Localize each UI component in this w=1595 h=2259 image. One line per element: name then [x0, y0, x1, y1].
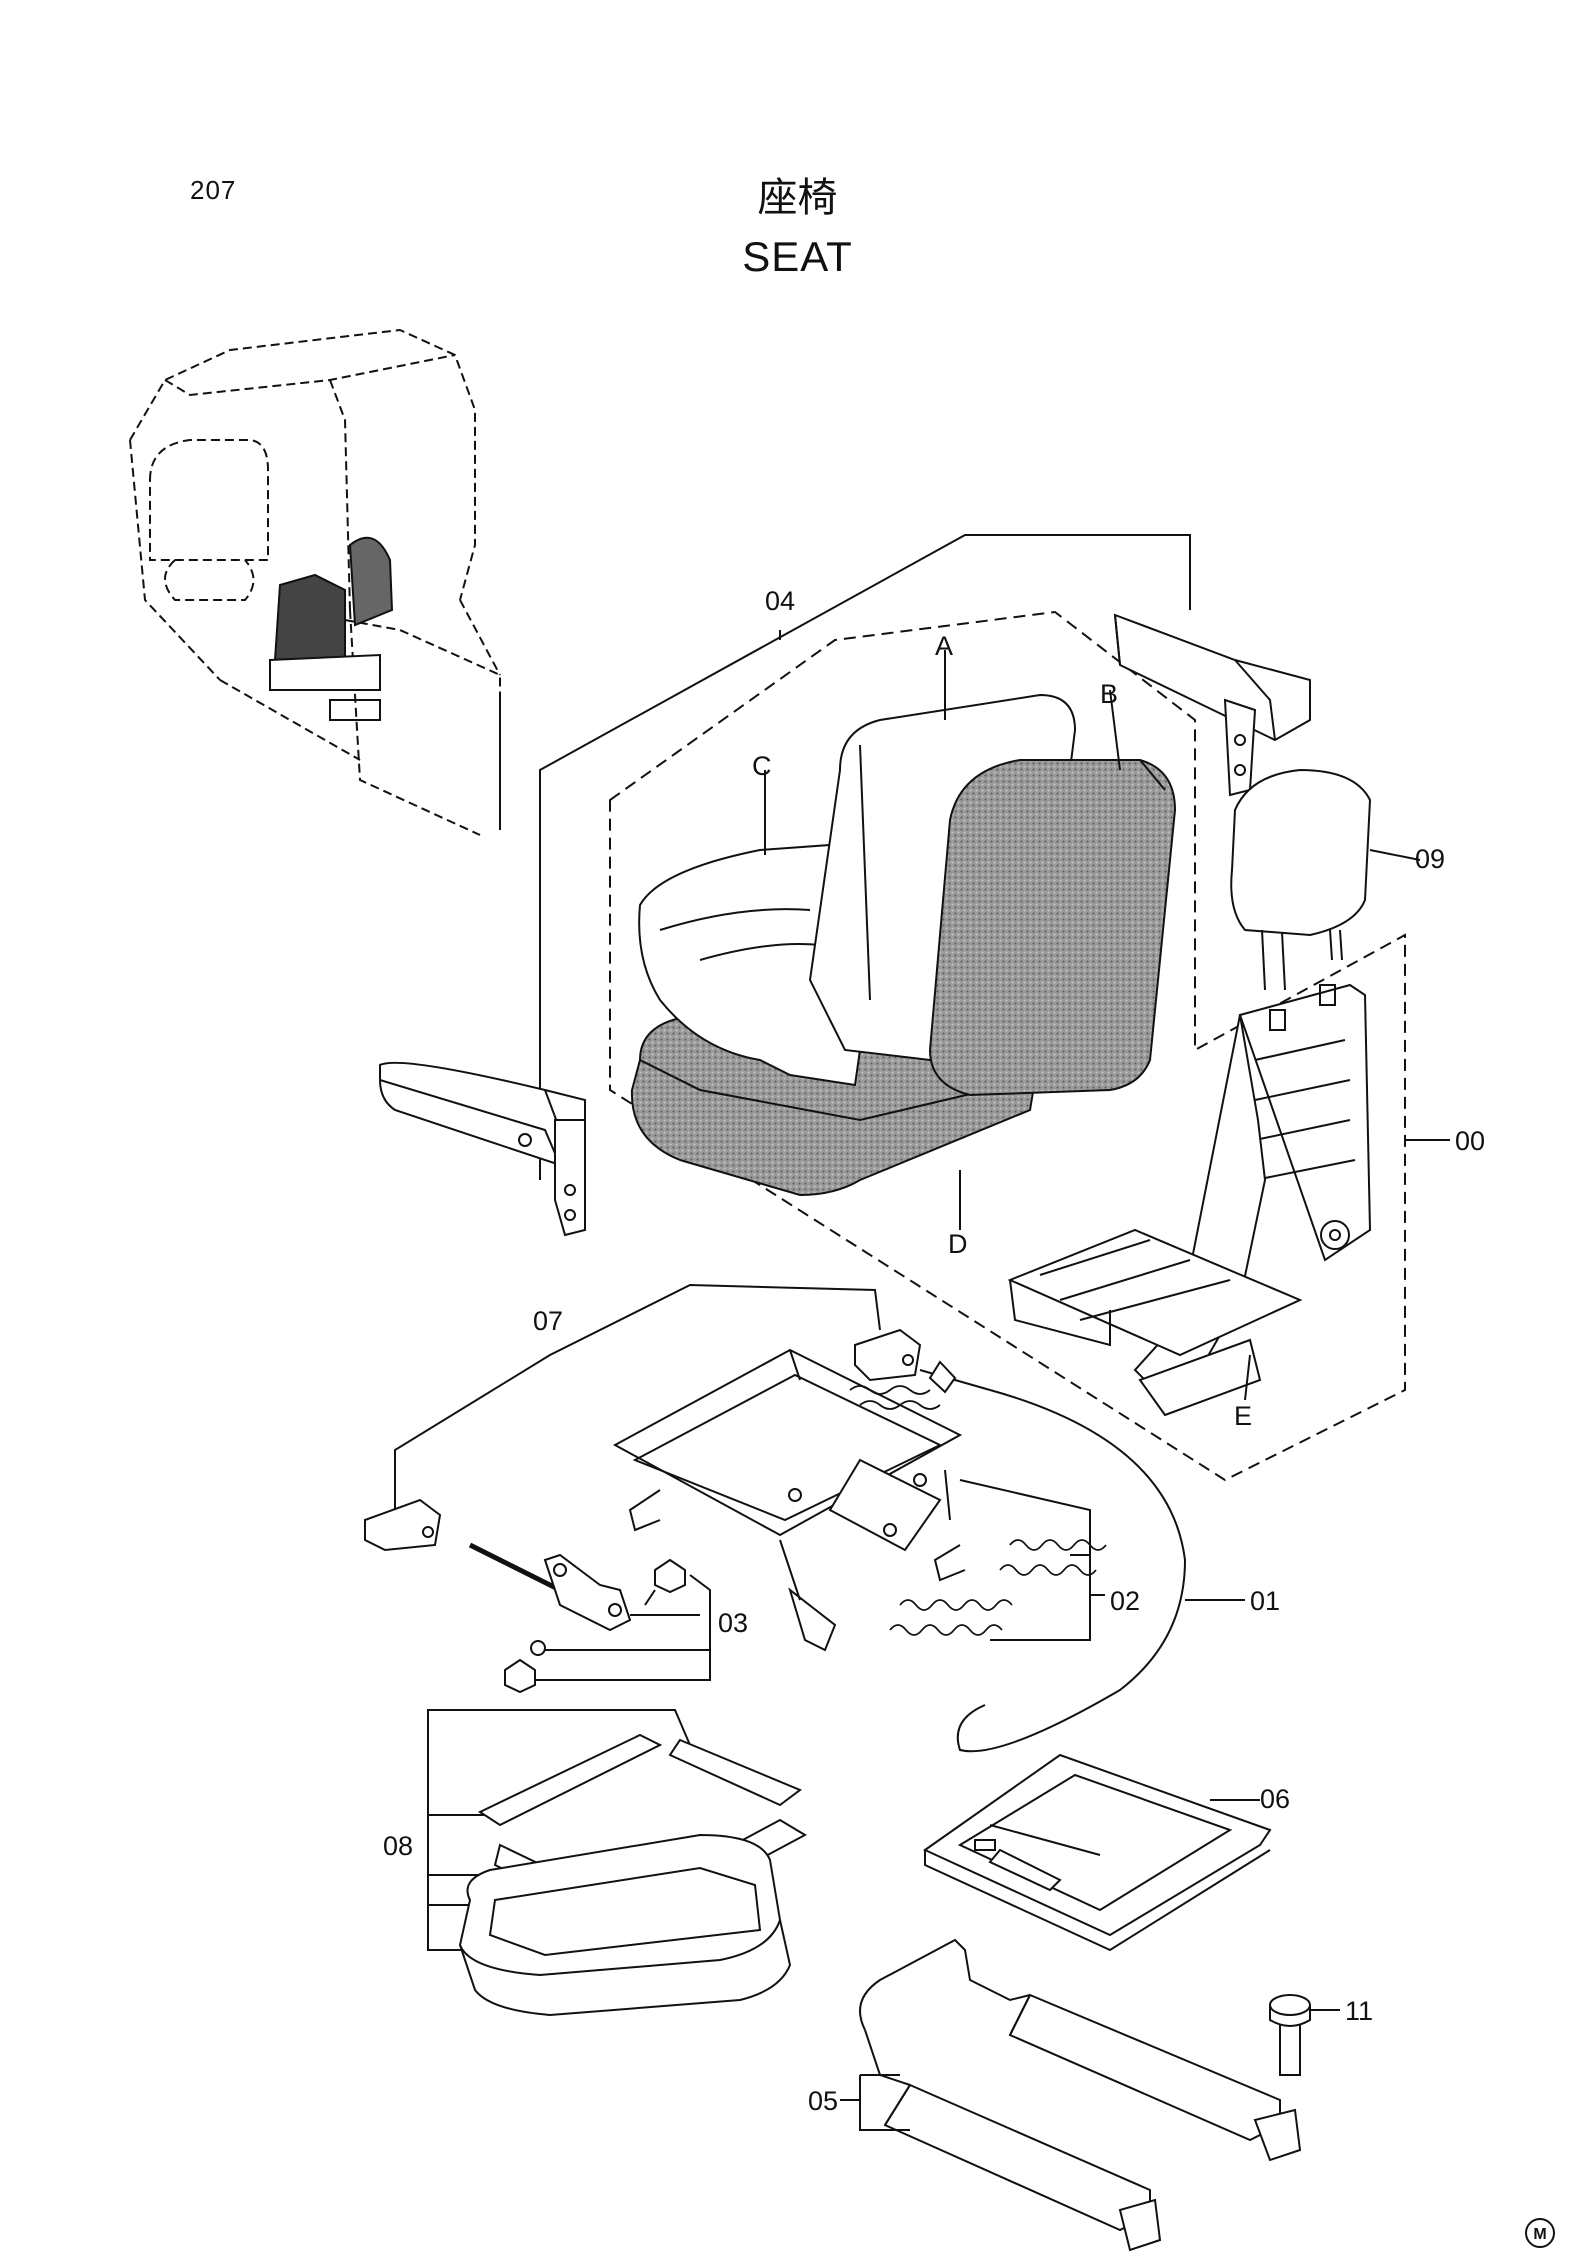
label-07: 07 — [533, 1306, 563, 1336]
label-02: 02 — [1110, 1586, 1140, 1616]
label-e: E — [1234, 1401, 1252, 1431]
label-05: 05 — [808, 2086, 838, 2116]
left-armrest — [379, 1061, 586, 1237]
assembly-outline-04 — [609, 610, 1406, 1482]
slide-rail-left — [364, 1498, 442, 1552]
washer-03 — [530, 1640, 546, 1656]
bolt-03 — [644, 1558, 686, 1606]
right-armrest — [1113, 613, 1311, 797]
bolt-11 — [1269, 1994, 1340, 2076]
label-04: 04 — [765, 586, 795, 616]
cab-overview-illustration — [129, 328, 501, 836]
headrest — [1230, 768, 1421, 991]
label-c: C — [752, 751, 772, 781]
label-08: 08 — [383, 1831, 413, 1861]
mounting-plates-08 — [458, 1733, 808, 2017]
lever-03 — [468, 1542, 632, 1632]
label-00: 00 — [1455, 1126, 1485, 1156]
leader-03 — [535, 1574, 711, 1681]
slide-rails-05 — [859, 1938, 1302, 2252]
label-09: 09 — [1415, 844, 1445, 874]
part-labels: 04 09 00 07 02 01 03 06 08 11 05 — [383, 586, 1485, 2116]
label-03: 03 — [718, 1608, 748, 1638]
slide-rail-right — [854, 1328, 922, 1382]
page-number: 207 — [190, 175, 237, 205]
seat-cushion-top — [638, 843, 862, 1087]
sub-labels: A B C D E — [752, 631, 1252, 1431]
page-title: 座椅 SEAT — [0, 170, 1595, 288]
slide-base-06 — [923, 1753, 1272, 1952]
label-b: B — [1100, 679, 1118, 709]
corner-mark: M — [1525, 2218, 1555, 2248]
leader-04 — [539, 534, 1191, 1180]
nut-03 — [504, 1658, 536, 1694]
label-11: 11 — [1345, 1996, 1373, 2026]
label-a: A — [935, 631, 953, 661]
seat-backrest-cushion — [928, 759, 1177, 1097]
suspension-frame — [612, 1348, 966, 1652]
title-japanese: 座椅 — [757, 175, 838, 221]
seat-frame — [1007, 983, 1372, 1417]
label-01: 01 — [1250, 1586, 1280, 1616]
leader-02 — [959, 1479, 1091, 1641]
adjust-cable — [919, 1360, 1245, 1753]
label-06: 06 — [1260, 1784, 1290, 1814]
cab-seat-highlight — [269, 536, 394, 721]
suspension-springs — [849, 1385, 941, 1410]
title-english: SEAT — [742, 233, 853, 280]
leader-05 — [859, 2075, 910, 2131]
label-d: D — [948, 1229, 968, 1259]
leader-08 — [427, 1709, 691, 1845]
leader-07 — [394, 1283, 881, 1535]
